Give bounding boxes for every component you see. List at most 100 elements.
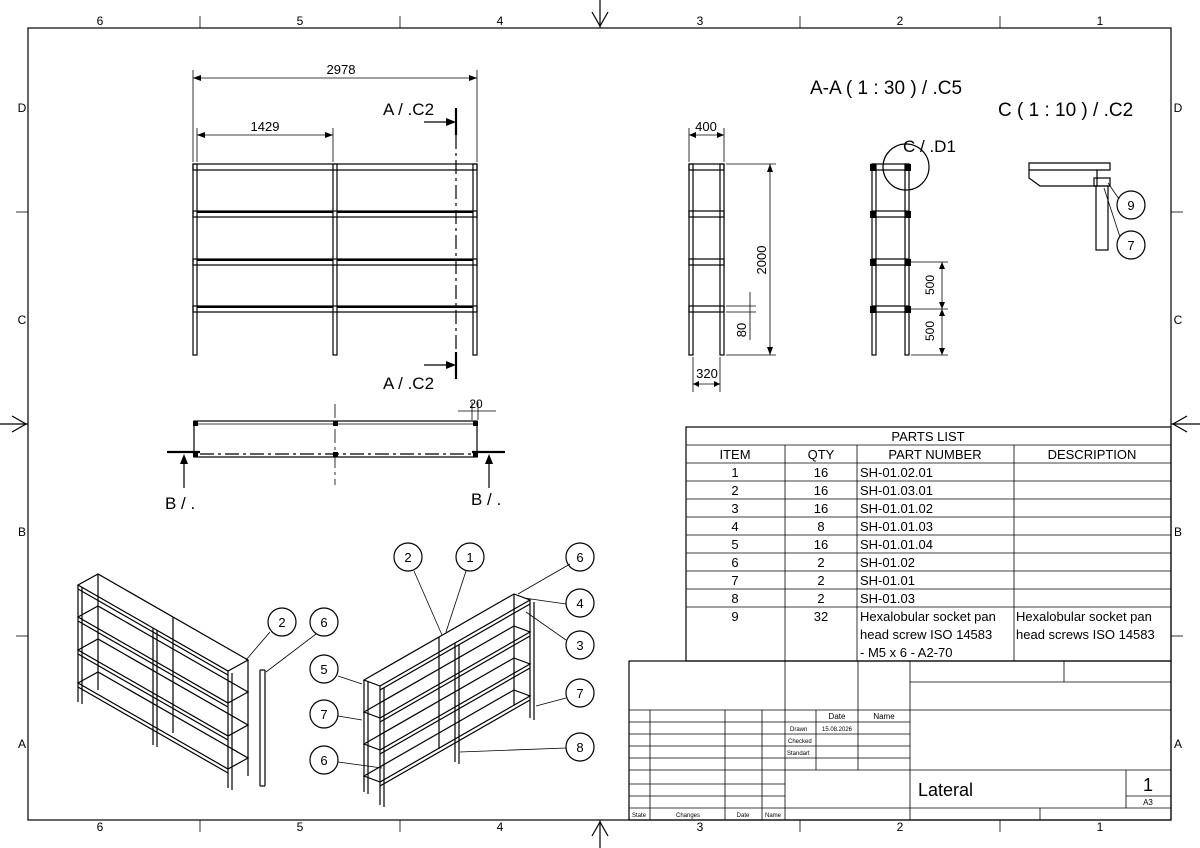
svg-text:1: 1	[466, 550, 473, 565]
parts-list-header: ITEM	[719, 447, 750, 462]
side-view: 400 2000 80 320	[688, 119, 776, 392]
section-label-bottom: A / .C2	[383, 374, 434, 393]
tb-drawn: Drawn	[790, 727, 807, 733]
tb-rev-date: Date	[737, 813, 750, 819]
parts-row-part-number: SH-01.03.01	[860, 483, 933, 498]
svg-text:7: 7	[576, 686, 583, 701]
parts-row-qty: 2	[817, 591, 824, 606]
svg-text:7: 7	[1127, 238, 1134, 253]
parts-row-part-number: SH-01.01.02	[860, 501, 933, 516]
balloon	[309, 699, 339, 729]
parts-row-item: 1	[731, 465, 738, 480]
section-view-title: A-A ( 1 : 30 ) / .C5	[810, 78, 962, 99]
tb-rev-changes: Changes	[676, 813, 700, 819]
balloon	[565, 588, 595, 618]
svg-text:500: 500	[923, 321, 937, 341]
balloon	[565, 732, 595, 762]
svg-text:2: 2	[278, 615, 285, 630]
parts-list-header: DESCRIPTION	[1048, 447, 1137, 462]
zone-col-label: 1	[1097, 14, 1104, 28]
detail-circle	[882, 143, 930, 191]
centering-mark-top	[591, 0, 609, 28]
dimension-spacing: 500 500	[911, 261, 948, 356]
parts-row-qty: 2	[817, 555, 824, 570]
tb-standard: Standart	[787, 751, 810, 757]
parts-row-qty: 2	[817, 573, 824, 588]
zone-col-label: 5	[297, 820, 304, 834]
balloon	[309, 607, 339, 637]
svg-text:20: 20	[469, 397, 483, 411]
tb-drawn-date: 15.08.2026	[822, 727, 853, 733]
parts-row-item: 9	[731, 609, 738, 624]
detail-view-title: C ( 1 : 10 ) / .C2	[998, 100, 1133, 121]
parts-row-item: 2	[731, 483, 738, 498]
dimension-overall-width: 2978	[192, 62, 478, 162]
view-label-right: B / .	[471, 490, 501, 509]
svg-text:2978: 2978	[327, 62, 356, 77]
balloon	[565, 678, 595, 708]
parts-row-item: 5	[731, 537, 738, 552]
dimension-base: 320	[692, 357, 721, 392]
parts-list-header: QTY	[808, 447, 835, 462]
balloon	[565, 630, 595, 660]
svg-text:80: 80	[734, 323, 749, 337]
zone-row-label: A	[1174, 737, 1182, 751]
parts-row-part-number: head screw ISO 14583	[860, 627, 992, 642]
tb-rev-name: Name	[765, 813, 782, 819]
balloon	[565, 542, 595, 572]
parts-row-part-number: SH-01.02	[860, 555, 915, 570]
zone-row-label: B	[1174, 525, 1182, 539]
svg-text:5: 5	[320, 662, 327, 677]
svg-text:8: 8	[576, 740, 583, 755]
zone-row-label: C	[18, 313, 27, 327]
svg-text:6: 6	[576, 550, 583, 565]
front-view: 2978 1429 A / .C2 A / .C2	[192, 62, 478, 393]
svg-text:6: 6	[320, 615, 327, 630]
parts-row-part-number: SH-01.02.01	[860, 465, 933, 480]
svg-text:9: 9	[1127, 198, 1134, 213]
balloon	[455, 542, 485, 572]
zone-row-label: A	[18, 737, 26, 751]
parts-row-qty: 16	[814, 501, 828, 516]
svg-text:2000: 2000	[754, 246, 769, 275]
zone-col-label: 4	[497, 820, 504, 834]
svg-text:7: 7	[320, 707, 327, 722]
top-view: B / . B / . 20	[165, 397, 505, 513]
dimension-post: 20	[458, 397, 496, 420]
section-view: A-A ( 1 : 30 ) / .C5 C / .D1 500 500	[810, 78, 962, 356]
balloon	[393, 542, 423, 572]
centering-mark-left	[0, 415, 28, 433]
parts-row-item: 4	[731, 519, 738, 534]
dimension-shelf: 80	[726, 292, 756, 340]
parts-list-title: PARTS LIST	[891, 429, 964, 444]
parts-row-part-number: Hexalobular socket pan	[860, 609, 996, 624]
detail-callout-label: C / .D1	[903, 137, 956, 156]
parts-row-description: Hexalobular socket pan	[1016, 609, 1152, 624]
zone-col-label: 6	[97, 820, 104, 834]
detail-view: C ( 1 : 10 ) / .C2 9 7	[998, 100, 1146, 260]
zone-row-label: D	[1174, 101, 1183, 115]
iso-view-right: 2 1 6 4 3 5 7 7 8 6	[309, 542, 595, 807]
svg-text:500: 500	[923, 275, 937, 295]
svg-text:6: 6	[320, 753, 327, 768]
parts-row-item: 7	[731, 573, 738, 588]
tb-checked: Checked	[788, 739, 812, 745]
parts-row-qty: 8	[817, 519, 824, 534]
view-label-left: B / .	[165, 494, 195, 513]
zone-col-label: 2	[897, 820, 904, 834]
balloon	[1116, 230, 1146, 260]
svg-text:4: 4	[576, 596, 583, 611]
tb-rev-state: State	[632, 813, 647, 819]
section-label-top: A / .C2	[383, 100, 434, 119]
parts-row-item: 3	[731, 501, 738, 516]
parts-row-qty: 16	[814, 483, 828, 498]
svg-text:400: 400	[695, 119, 717, 134]
parts-row-qty: 32	[814, 609, 828, 624]
centering-mark-right	[1171, 415, 1200, 433]
title-block: Date Name Drawn 15.08.2026 Checked Stand…	[628, 660, 1172, 821]
zone-col-label: 1	[1097, 820, 1104, 834]
zone-col-label: 3	[697, 14, 704, 28]
zone-row-label: B	[18, 525, 26, 539]
